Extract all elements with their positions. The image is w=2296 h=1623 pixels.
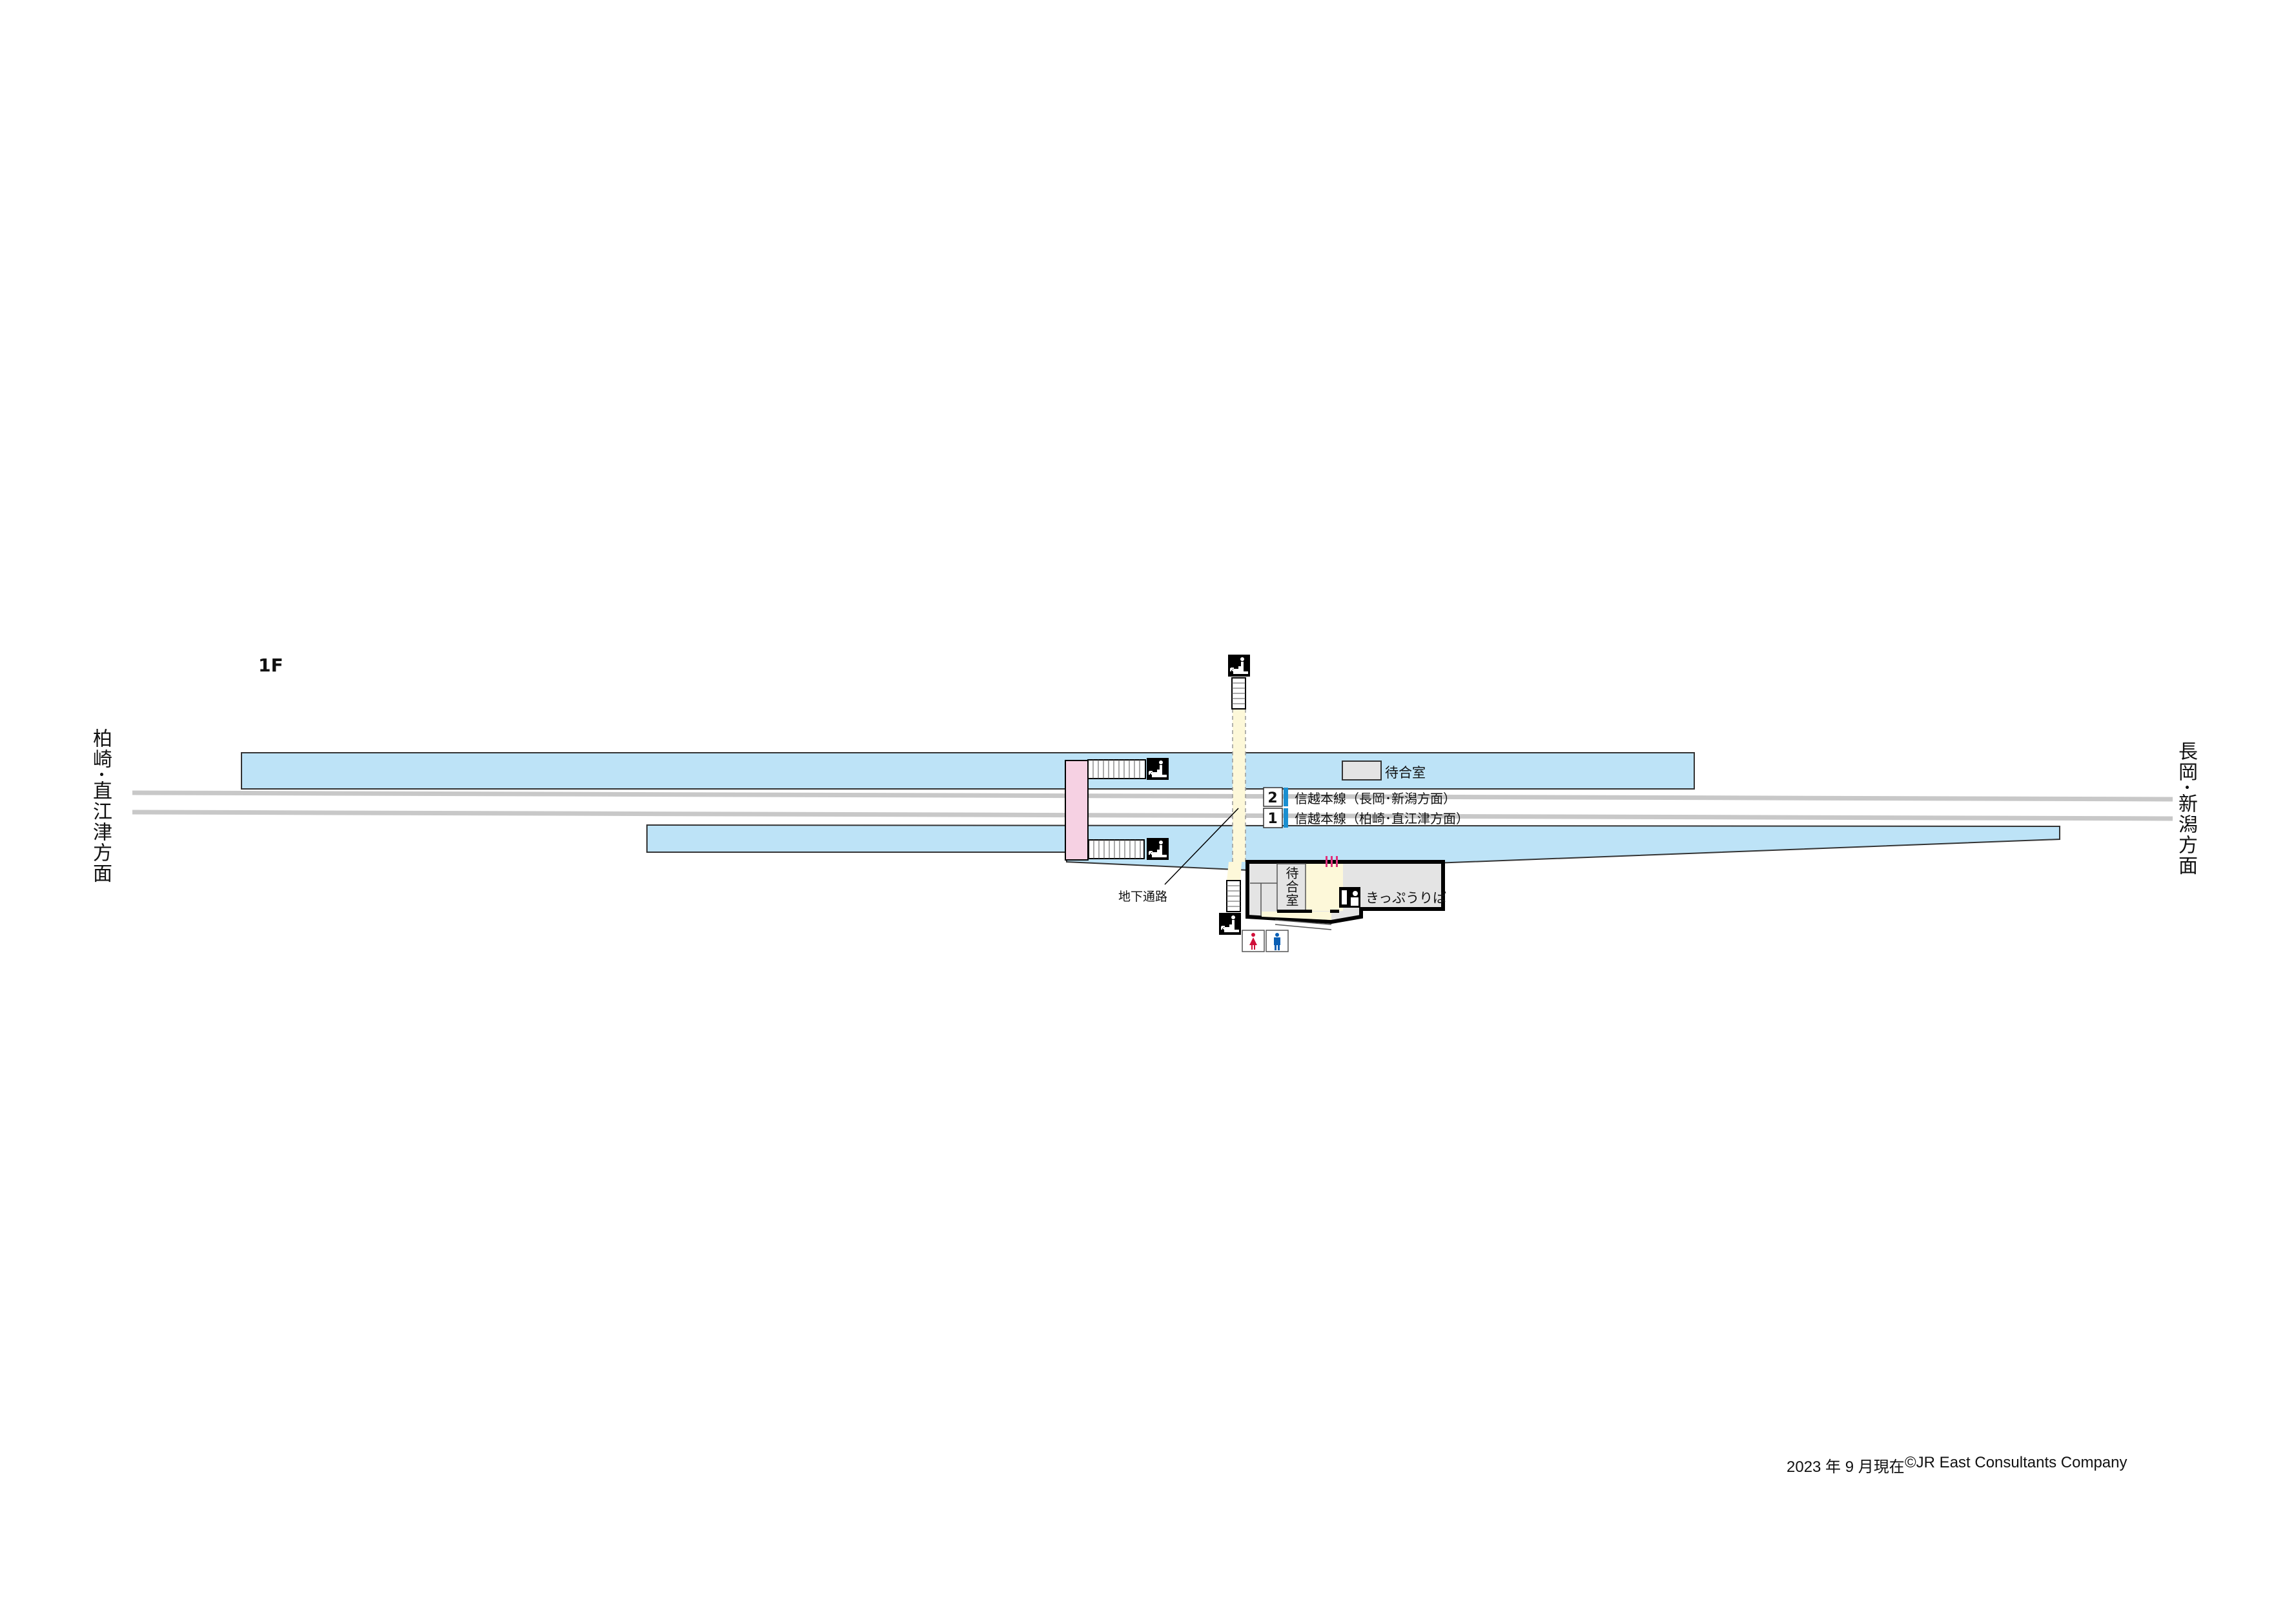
track-2-number: 2 — [1267, 790, 1277, 806]
footer-date: 2023 年 9 月現在 — [1787, 1458, 1905, 1476]
platform-waiting-room — [1342, 760, 1382, 781]
underpass-corridor — [1227, 709, 1246, 881]
womens-restroom-icon — [1242, 930, 1265, 952]
mens-restroom-icon — [1266, 930, 1289, 952]
station-waiting-room — [1276, 863, 1306, 912]
bridge-corridor — [1065, 760, 1089, 861]
ticket-office-icon — [1339, 887, 1360, 908]
stairs-platform-2 — [1087, 759, 1146, 779]
track-2 — [132, 790, 2173, 802]
track-2-line: 信越本線（長岡･新潟方面） — [1295, 791, 1456, 806]
south-exit-stairs — [1226, 880, 1241, 912]
underpass-label: 地下通路 — [1118, 890, 1167, 904]
track-1-sign: 1 信越本線（柏崎･直江津方面） — [1263, 808, 1469, 828]
footer-copyright: ©JR East Consultants Company — [1905, 1454, 2127, 1471]
north-exit-stairs — [1231, 677, 1246, 709]
platform-2 — [241, 752, 1695, 790]
stairs-platform-1 — [1088, 839, 1145, 859]
platform-waiting-room-label: 待合室 — [1385, 765, 1426, 781]
track-1-number: 1 — [1267, 811, 1277, 827]
stairs-icon — [1218, 912, 1242, 935]
track-1-line: 信越本線（柏崎･直江津方面） — [1295, 811, 1469, 826]
ticket-office-label: きっぷうりば — [1366, 890, 1446, 906]
track-1 — [132, 810, 2173, 821]
stairs-icon — [1146, 837, 1169, 861]
direction-label-right: 長岡･新潟方面 — [2175, 741, 2197, 876]
direction-label-left: 柏崎･直江津方面 — [89, 728, 112, 884]
track-2-sign: 2 信越本線（長岡･新潟方面） — [1263, 787, 1456, 807]
platform-1 — [646, 824, 2060, 872]
floor-label: 1F — [258, 655, 283, 676]
ticket-gate-icon — [1326, 856, 1338, 867]
station-waiting-room-label: 待合室 — [1284, 866, 1299, 907]
underpass-leader-line — [1164, 808, 1239, 885]
stairs-icon — [1146, 757, 1169, 781]
stairs-icon — [1227, 654, 1251, 677]
